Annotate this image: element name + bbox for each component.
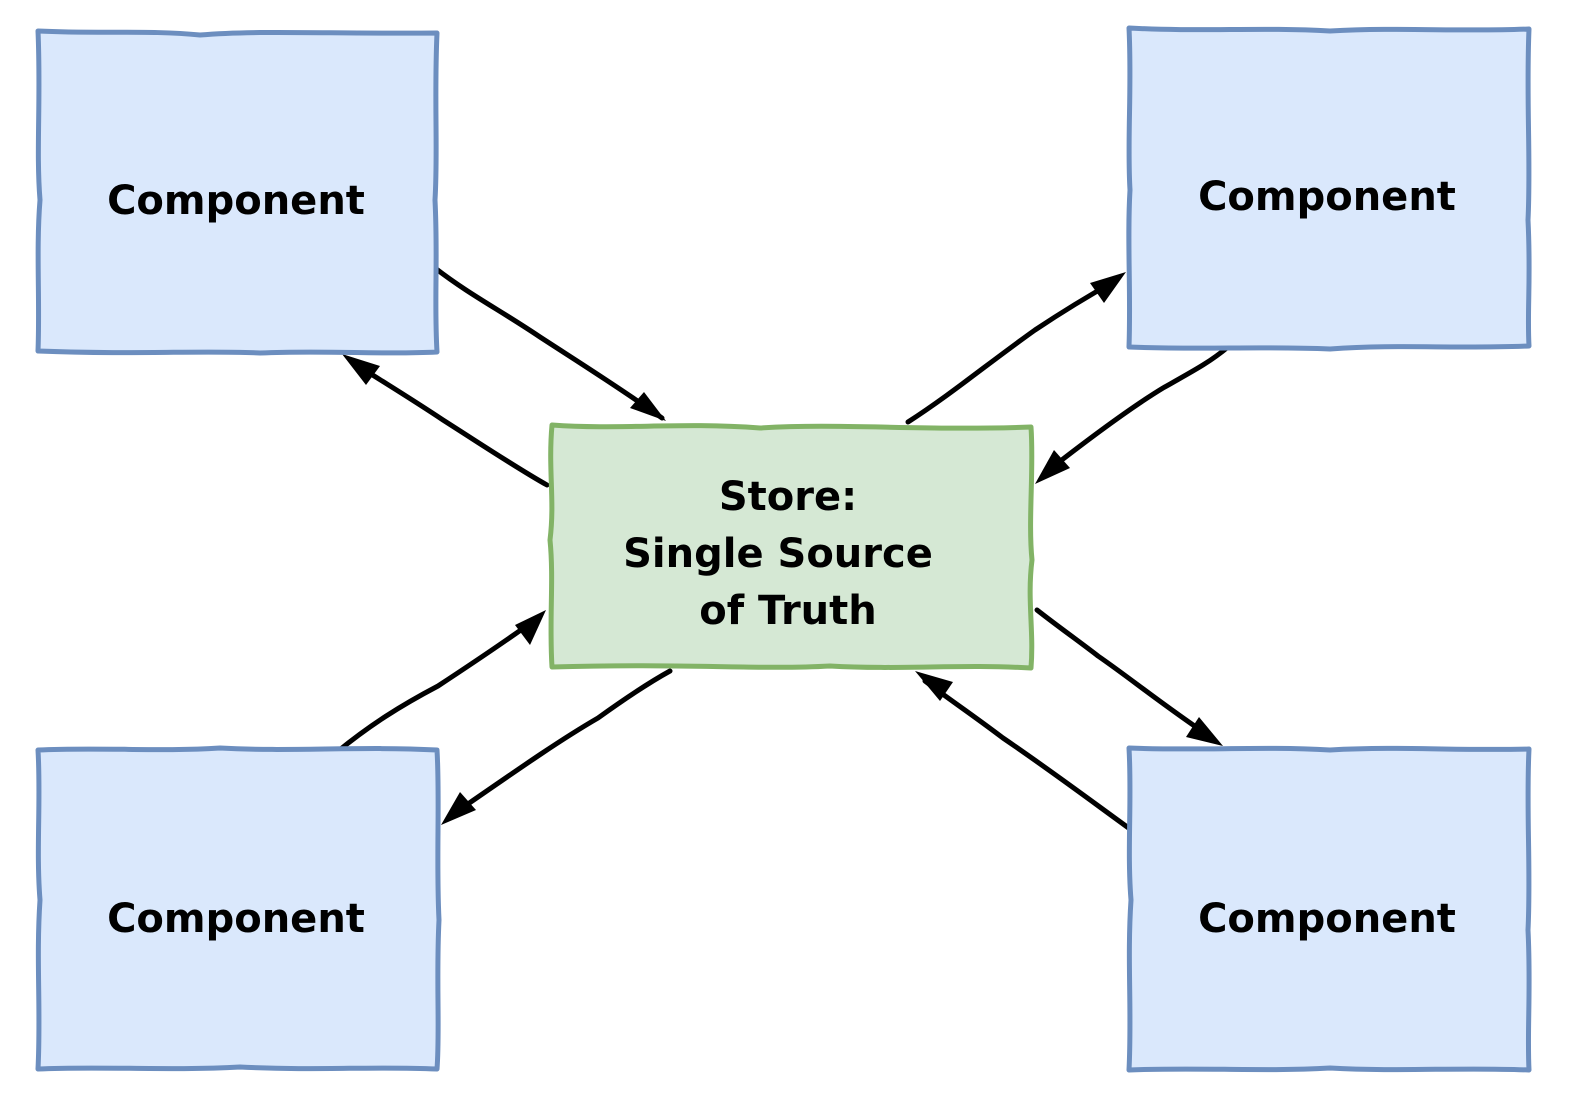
component-bottom-left[interactable]: Component: [35, 745, 442, 1072]
store-box[interactable]: Store: Single Source of Truth: [547, 422, 1035, 671]
store-label-line-3: of Truth: [699, 588, 877, 634]
arrowhead-icon: [630, 392, 666, 421]
store-label-line-1: Store:: [719, 474, 857, 520]
component-label: Component: [1198, 174, 1456, 220]
component-box: [35, 745, 442, 1072]
edge-store-to-component-bottom-left: [441, 668, 673, 825]
edge-component-bottom-right-to-store: [915, 671, 1133, 832]
component-box: [1126, 25, 1532, 352]
edge-store-to-component-bottom-right: [1034, 607, 1223, 746]
arrowhead-icon: [1090, 272, 1126, 303]
arrowhead-icon: [1186, 717, 1223, 746]
edge-store-to-component-top-left: [342, 354, 550, 488]
component-label: Component: [107, 896, 365, 942]
component-label: Component: [107, 178, 365, 224]
arrowhead-icon: [441, 792, 476, 825]
edge-component-bottom-left-to-store: [334, 610, 546, 755]
edge-store-to-component-top-right: [905, 272, 1126, 425]
edges: [334, 265, 1231, 832]
component-top-right[interactable]: Component: [1126, 25, 1532, 352]
store-shape: [547, 422, 1035, 671]
component-bottom-right[interactable]: Component: [1126, 745, 1532, 1073]
arrowhead-icon: [915, 671, 953, 701]
store-label-line-2: Single Source: [623, 531, 933, 577]
component-top-left[interactable]: Component: [35, 28, 440, 356]
component-box: [1126, 745, 1532, 1073]
component-label: Component: [1198, 896, 1456, 942]
arrowhead-icon: [1035, 450, 1070, 484]
arrowhead-icon: [515, 610, 546, 645]
edge-component-top-right-to-store: [1035, 344, 1231, 484]
edge-component-top-left-to-store: [432, 265, 666, 421]
arrowhead-icon: [342, 354, 380, 385]
component-box: [35, 28, 440, 356]
